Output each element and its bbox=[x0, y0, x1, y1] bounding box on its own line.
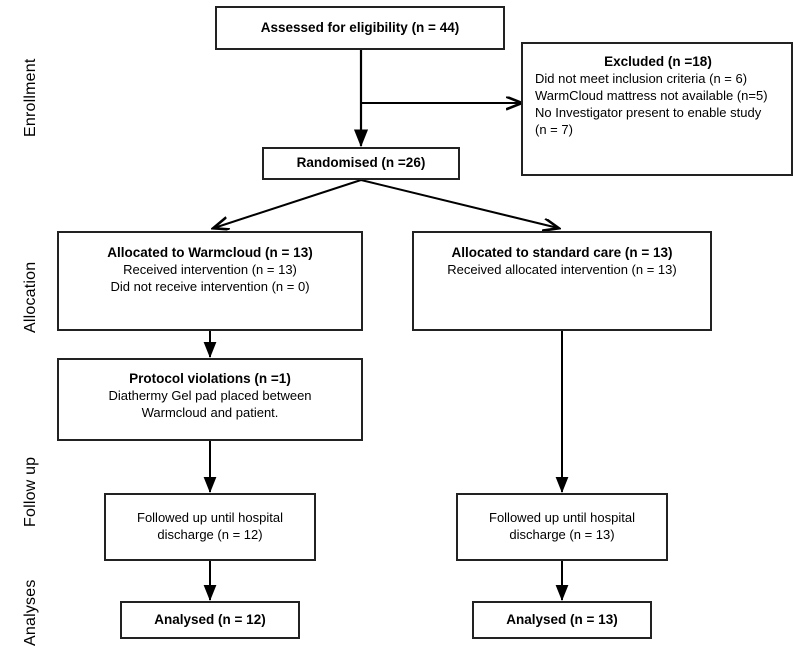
box-allocated-standard-care: Allocated to standard care (n = 13) Rece… bbox=[412, 231, 712, 331]
connector-randomised-to-warmcloud bbox=[214, 179, 362, 228]
box-assessed-for-eligibility: Assessed for eligibility (n = 44) bbox=[215, 6, 505, 50]
box-protocol-violations-line-2: Warmcloud and patient. bbox=[141, 404, 279, 420]
box-followed-up-left-line-2: discharge (n = 12) bbox=[157, 527, 263, 542]
box-analysed-left: Analysed (n = 12) bbox=[120, 601, 300, 639]
box-protocol-violations-title: Protocol violations (n =1) bbox=[129, 371, 291, 386]
box-followed-up-right: Followed up until hospital discharge (n … bbox=[456, 493, 668, 561]
stage-label-allocation: Allocation bbox=[22, 261, 39, 333]
stage-label-follow-up: Follow up bbox=[22, 456, 39, 527]
box-allocated-warmcloud-line-1: Received intervention (n = 13) bbox=[123, 261, 297, 277]
box-assessed-title: Assessed for eligibility (n = 44) bbox=[260, 19, 460, 35]
box-allocated-warmcloud: Allocated to Warmcloud (n = 13) Received… bbox=[57, 231, 363, 331]
box-randomised-title: Randomised (n =26) bbox=[296, 155, 426, 171]
box-excluded-line-3: No Investigator present to enable study bbox=[535, 104, 762, 120]
box-followed-up-left: Followed up until hospital discharge (n … bbox=[104, 493, 316, 561]
stage-label-analyses: Analyses bbox=[22, 579, 39, 646]
box-allocated-standard-line-1: Received allocated intervention (n = 13) bbox=[447, 261, 677, 277]
box-excluded-line-1: Did not meet inclusion criteria (n = 6) bbox=[535, 70, 748, 86]
box-allocated-standard-title: Allocated to standard care (n = 13) bbox=[451, 245, 673, 260]
box-excluded-title: Excluded (n =18) bbox=[604, 54, 712, 69]
box-followed-up-right-line-2: discharge (n = 13) bbox=[509, 527, 615, 542]
connector-randomised-to-standard bbox=[360, 179, 558, 228]
stage-label-enrollment: Enrollment bbox=[22, 58, 39, 137]
box-allocated-warmcloud-title: Allocated to Warmcloud (n = 13) bbox=[107, 245, 313, 260]
box-followed-up-right-line-1: Followed up until hospital bbox=[489, 510, 635, 526]
box-allocated-warmcloud-line-2: Did not receive intervention (n = 0) bbox=[110, 278, 310, 294]
box-excluded: Excluded (n =18) Did not meet inclusion … bbox=[521, 42, 793, 176]
box-analysed-right-title: Analysed (n = 13) bbox=[506, 611, 618, 627]
box-followed-up-left-line-1: Followed up until hospital bbox=[137, 510, 283, 526]
box-excluded-line-2: WarmCloud mattress not available (n=5) bbox=[535, 87, 768, 103]
box-randomised: Randomised (n =26) bbox=[262, 147, 460, 180]
box-analysed-left-title: Analysed (n = 12) bbox=[154, 611, 266, 627]
box-protocol-violations-line-1: Diathermy Gel pad placed between bbox=[108, 387, 312, 403]
box-protocol-violations: Protocol violations (n =1) Diathermy Gel… bbox=[57, 358, 363, 441]
box-analysed-right: Analysed (n = 13) bbox=[472, 601, 652, 639]
box-excluded-line-4: (n = 7) bbox=[535, 121, 573, 137]
